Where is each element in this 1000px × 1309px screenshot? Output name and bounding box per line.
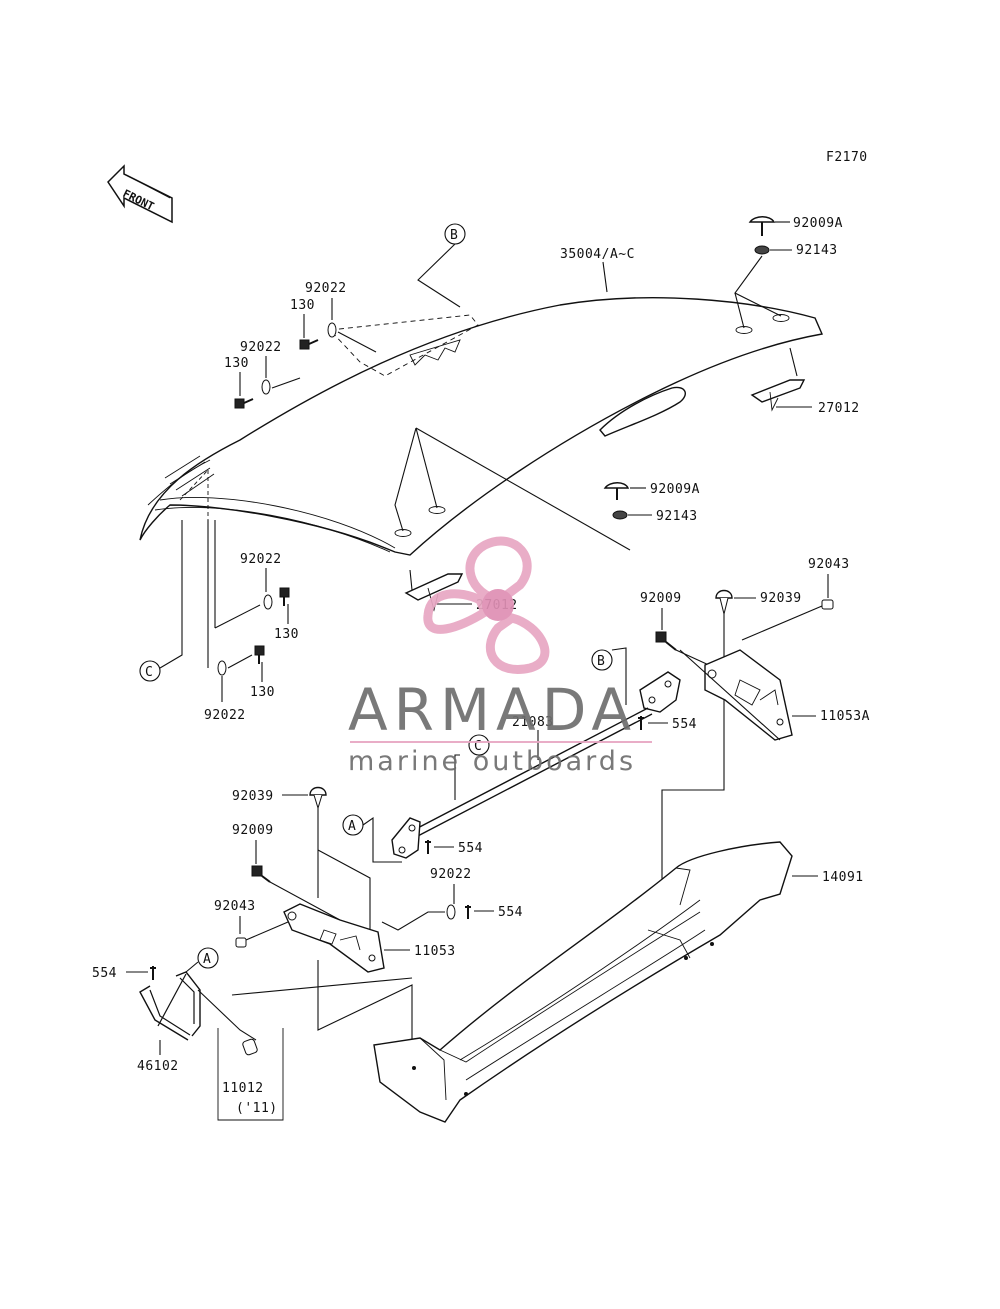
callout-a-low: A — [197, 947, 219, 969]
part-label-11053: 11053 — [414, 944, 456, 959]
part-label-11012: 11012 — [222, 1081, 264, 1096]
part-label-35004: 35004/A~C — [560, 247, 635, 262]
part-label-554-mid: 554 — [458, 841, 483, 856]
bolt-130-b — [234, 398, 254, 409]
part-label-27012-right: 27012 — [818, 401, 860, 416]
part-label-92043-left: 92043 — [214, 899, 256, 914]
cover-35004 — [139, 297, 823, 556]
part-label-554-low: 554 — [498, 905, 523, 920]
part-label-92009-right: 92009 — [640, 591, 682, 606]
bolt-130-c — [279, 587, 290, 606]
part-label-92022-a: 92022 — [305, 281, 347, 296]
propeller-logo-icon — [423, 536, 550, 674]
part-label-92022-e: 92022 — [430, 867, 472, 882]
part-label-554-left: 554 — [92, 966, 117, 981]
part-label-92009A-mid: 92009A — [650, 482, 700, 497]
svg-text:B: B — [450, 228, 458, 243]
tray-14091 — [373, 841, 793, 1123]
part-label-130-d: 130 — [250, 685, 275, 700]
callout-b-right: B — [591, 649, 613, 671]
part-label-554-right: 554 — [672, 717, 697, 732]
part-label-92009A-top: 92009A — [793, 216, 843, 231]
bolt-130-a — [299, 339, 319, 350]
part-label-92039-left: 92039 — [232, 789, 274, 804]
part-label-92043-right: 92043 — [808, 557, 850, 572]
washer-92022-c — [263, 594, 273, 610]
callout-c-left: C — [139, 660, 161, 682]
nut-92143-top — [754, 245, 770, 255]
part-label-11053A: 11053A — [820, 709, 870, 724]
svg-text:A: A — [348, 819, 356, 834]
callout-b-top: B — [444, 223, 466, 245]
hinge-right — [639, 671, 681, 713]
part-label-130-a: 130 — [290, 298, 315, 313]
part-label-130-c: 130 — [274, 627, 299, 642]
washer-92022-b — [261, 379, 271, 395]
pin-92043-right — [821, 599, 834, 610]
part-label-92143-mid: 92143 — [656, 509, 698, 524]
bolt-130-d — [254, 645, 265, 664]
screw-92009A-top — [748, 216, 776, 236]
svg-text:A: A — [203, 952, 211, 967]
clip-554-low — [465, 905, 471, 919]
front-arrow-icon: FRONT — [107, 164, 173, 224]
hinge-left — [391, 817, 421, 859]
part-label-130-b: 130 — [224, 356, 249, 371]
part-label-11012-year: ('11) — [236, 1101, 278, 1116]
svg-text:C: C — [145, 665, 153, 680]
rivet-92039-left — [309, 786, 327, 810]
clip-554-mid — [425, 840, 431, 854]
watermark-brand: ARMADA — [348, 676, 637, 744]
part-label-21083: 21083 — [512, 715, 554, 730]
washer-92022-a — [327, 322, 337, 338]
stay-46102 — [139, 971, 201, 1041]
washer-92022-d — [217, 660, 227, 676]
figure-code: F2170 — [826, 150, 868, 165]
watermark-tagline: marine outboards — [348, 746, 636, 777]
stay-rod-21083 — [409, 707, 653, 839]
part-label-46102: 46102 — [137, 1059, 179, 1074]
part-label-92143-top: 92143 — [796, 243, 838, 258]
note-box-11012: 11012 ('11) — [217, 1028, 284, 1121]
bolt-92009-left — [251, 865, 271, 883]
bracket-11053 — [283, 903, 385, 973]
part-label-92009-left: 92009 — [232, 823, 274, 838]
clip-554-left — [150, 966, 156, 980]
washer-92022-e — [446, 904, 456, 920]
pin-92043-left — [235, 937, 247, 948]
bracket-11053A — [704, 649, 793, 741]
armada-watermark: ARMADA marine outboards — [348, 536, 652, 777]
clip-27012-right — [750, 379, 806, 412]
part-label-92022-b: 92022 — [240, 340, 282, 355]
part-label-92022-d: 92022 — [204, 708, 246, 723]
grip-11012 — [242, 1038, 258, 1056]
bolt-92009-right — [655, 631, 677, 651]
callout-a-mid: A — [342, 814, 364, 836]
part-label-92039-right: 92039 — [760, 591, 802, 606]
svg-text:B: B — [597, 654, 605, 669]
nut-92143-mid — [612, 510, 628, 520]
screw-92009A-mid — [603, 482, 630, 500]
svg-text:C: C — [474, 739, 482, 754]
part-label-92022-c: 92022 — [240, 552, 282, 567]
callout-c-mid: C — [468, 734, 490, 756]
rivet-92039-right — [715, 589, 733, 615]
part-label-14091: 14091 — [822, 870, 864, 885]
